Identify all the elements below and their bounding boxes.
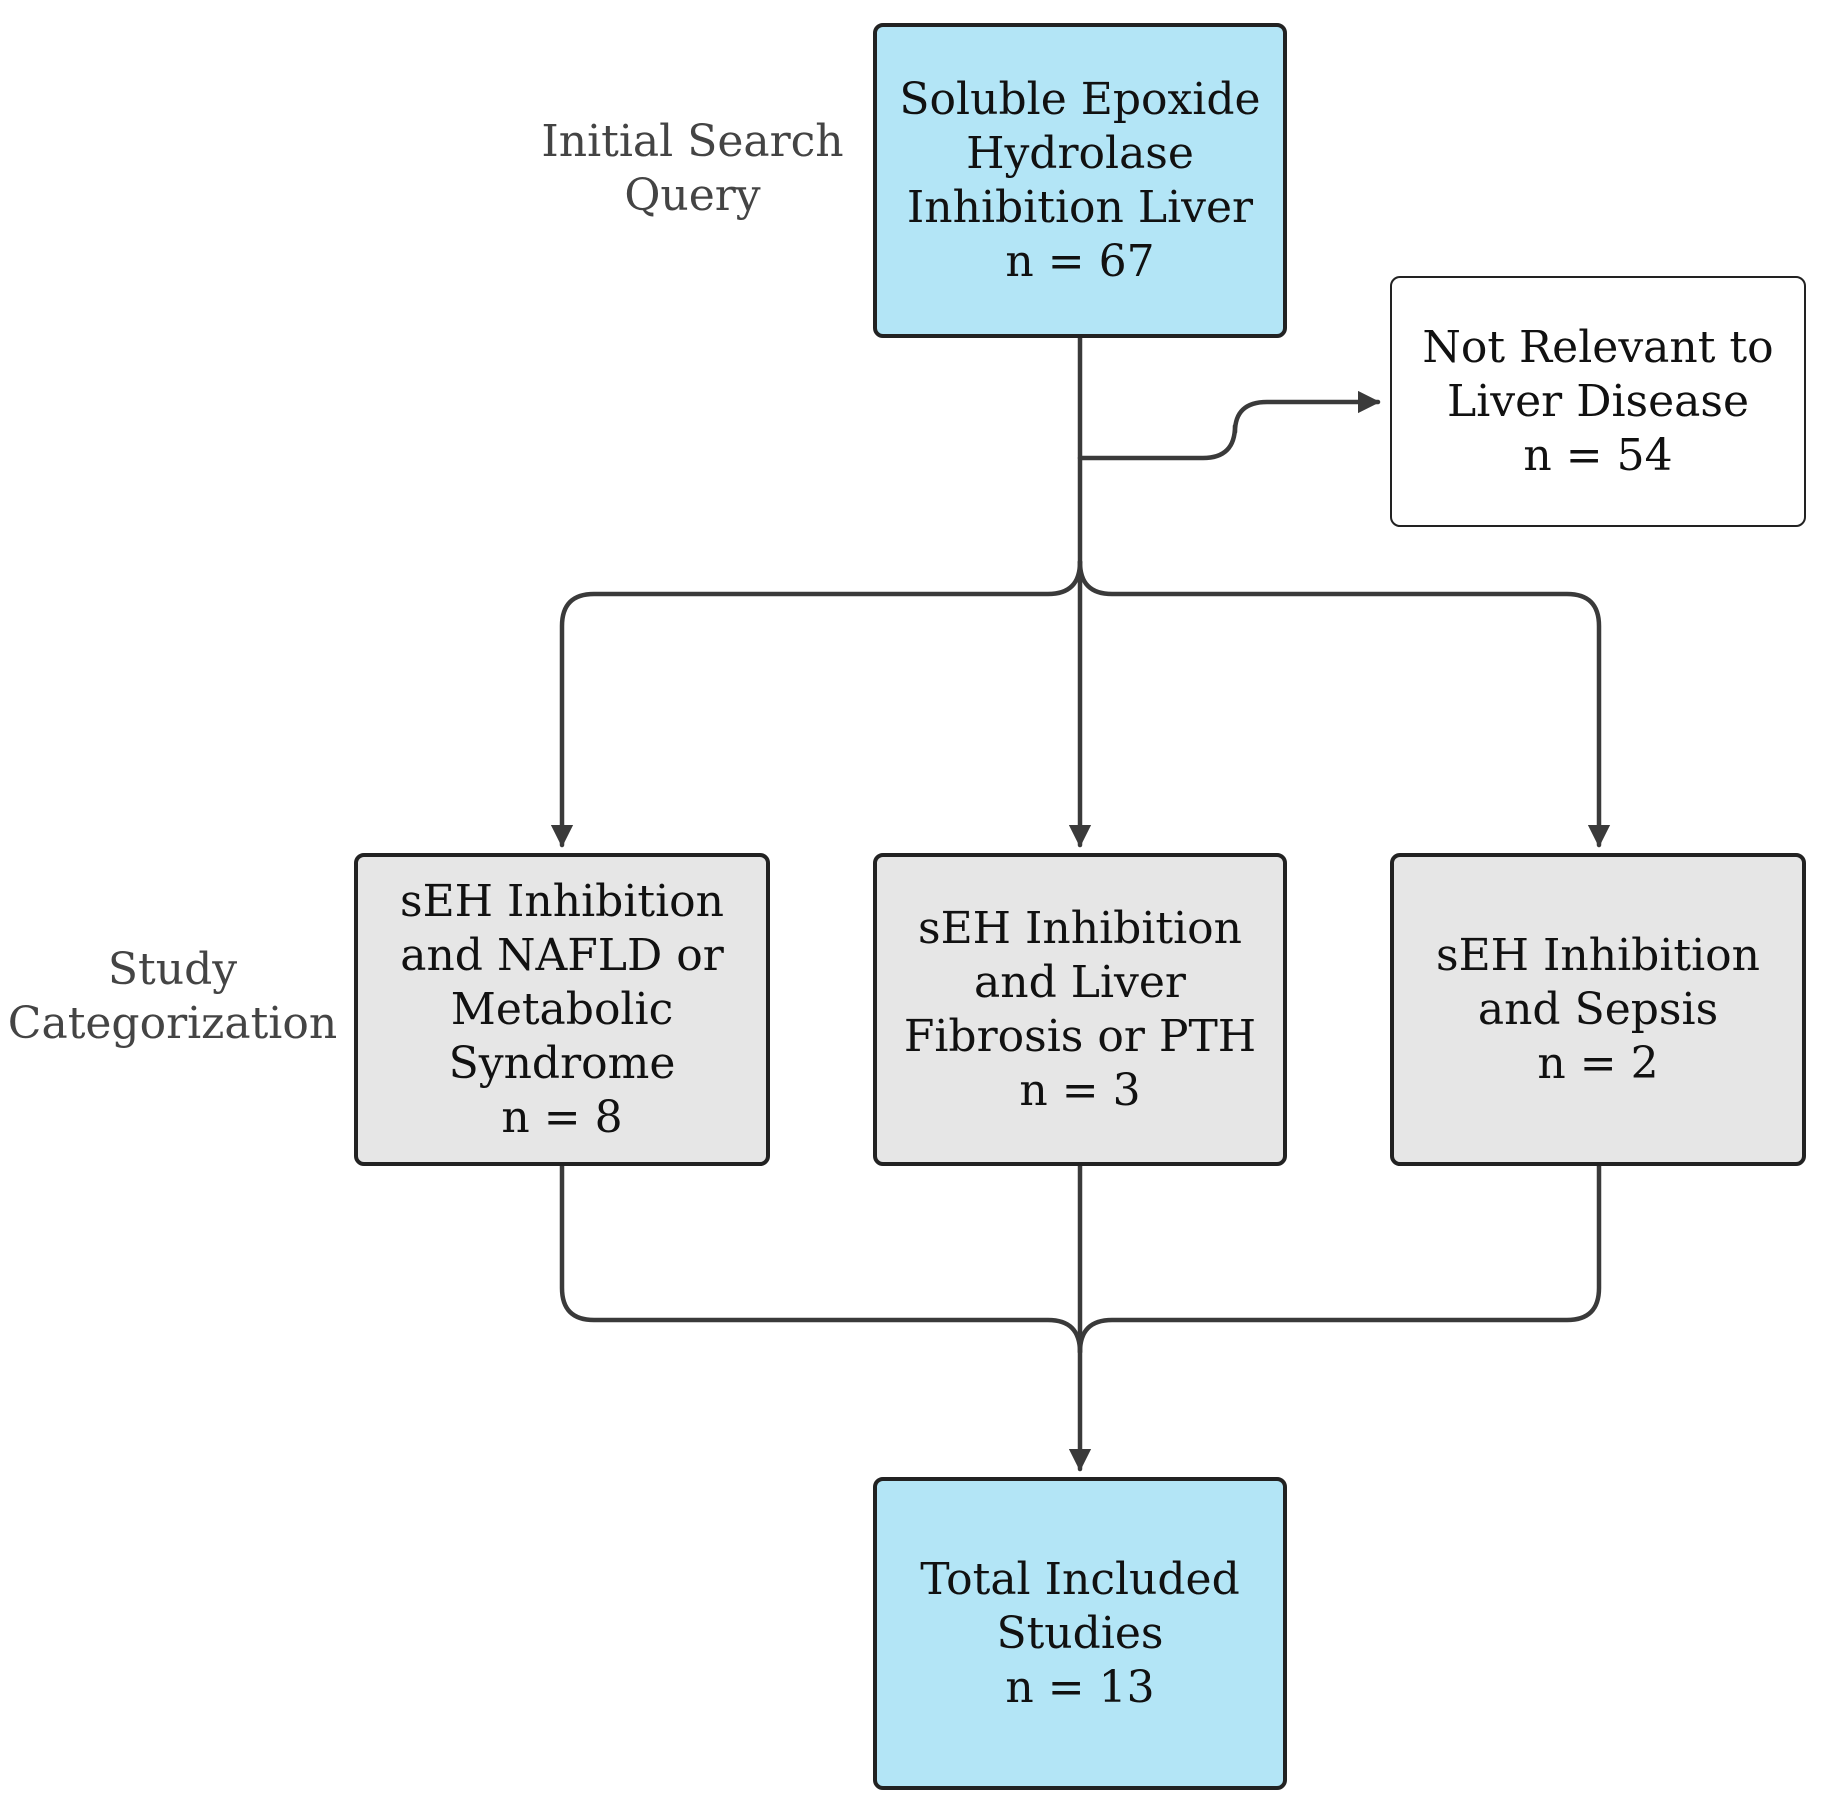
not-relevant-count: n = 54: [1523, 429, 1673, 481]
nafld-text-line: sEH Inhibition: [399, 875, 724, 927]
initial-search-label: Initial Search Query: [520, 115, 865, 223]
fibrosis-text-line: Fibrosis or PTH: [903, 1010, 1257, 1062]
not-relevant-text-line: Not Relevant to: [1422, 321, 1774, 373]
sepsis-count: n = 2: [1537, 1037, 1659, 1089]
nafld-text-line: Metabolic: [450, 983, 674, 1035]
initial-search-label-line: Query: [624, 170, 761, 221]
merge-line-sepsis: [1077, 1163, 1602, 1355]
study-categorization-label: Study Categorization: [5, 943, 340, 1051]
total-text-line: Studies: [996, 1607, 1164, 1659]
nafld-text-line: and NAFLD or: [400, 929, 724, 981]
fibrosis-category-box: sEH Inhibition and Liver Fibrosis or PTH…: [873, 853, 1287, 1166]
sepsis-text-line: sEH Inhibition: [1435, 929, 1760, 981]
nafld-category-box: sEH Inhibition and NAFLD or Metabolic Sy…: [354, 853, 770, 1166]
total-included-box: Total Included Studies n = 13: [873, 1477, 1287, 1790]
initial-query-count: n = 67: [1005, 235, 1155, 287]
fibrosis-text-line: sEH Inhibition: [917, 902, 1242, 954]
nafld-count: n = 8: [501, 1091, 623, 1143]
not-relevant-text-line: Liver Disease: [1446, 375, 1750, 427]
fibrosis-text-line: and Liver: [974, 956, 1186, 1008]
initial-query-text-line: Inhibition Liver: [906, 181, 1254, 233]
initial-query-text-line: Soluble Epoxide: [899, 73, 1261, 125]
study-categorization-label-line: Study: [107, 944, 238, 995]
study-categorization-label-line: Categorization: [7, 998, 338, 1049]
nafld-text-line: Syndrome: [448, 1037, 676, 1089]
branch-arrow-sepsis: [1077, 559, 1611, 848]
initial-search-label-line: Initial Search: [541, 116, 844, 167]
initial-query-box: Soluble Epoxide Hydrolase Inhibition Liv…: [873, 23, 1287, 338]
initial-query-text-line: Hydrolase: [966, 127, 1194, 179]
exclusion-arrow: [1077, 390, 1381, 461]
fibrosis-count: n = 3: [1019, 1064, 1141, 1116]
sepsis-category-box: sEH Inhibition and Sepsis n = 2: [1390, 853, 1806, 1166]
not-relevant-box: Not Relevant to Liver Disease n = 54: [1390, 276, 1806, 527]
branch-arrow-nafld: [550, 559, 1083, 848]
sepsis-text-line: and Sepsis: [1477, 983, 1719, 1035]
merge-line-nafld: [559, 1163, 1083, 1355]
total-count: n = 13: [1005, 1661, 1155, 1713]
total-text-line: Total Included: [920, 1553, 1240, 1605]
